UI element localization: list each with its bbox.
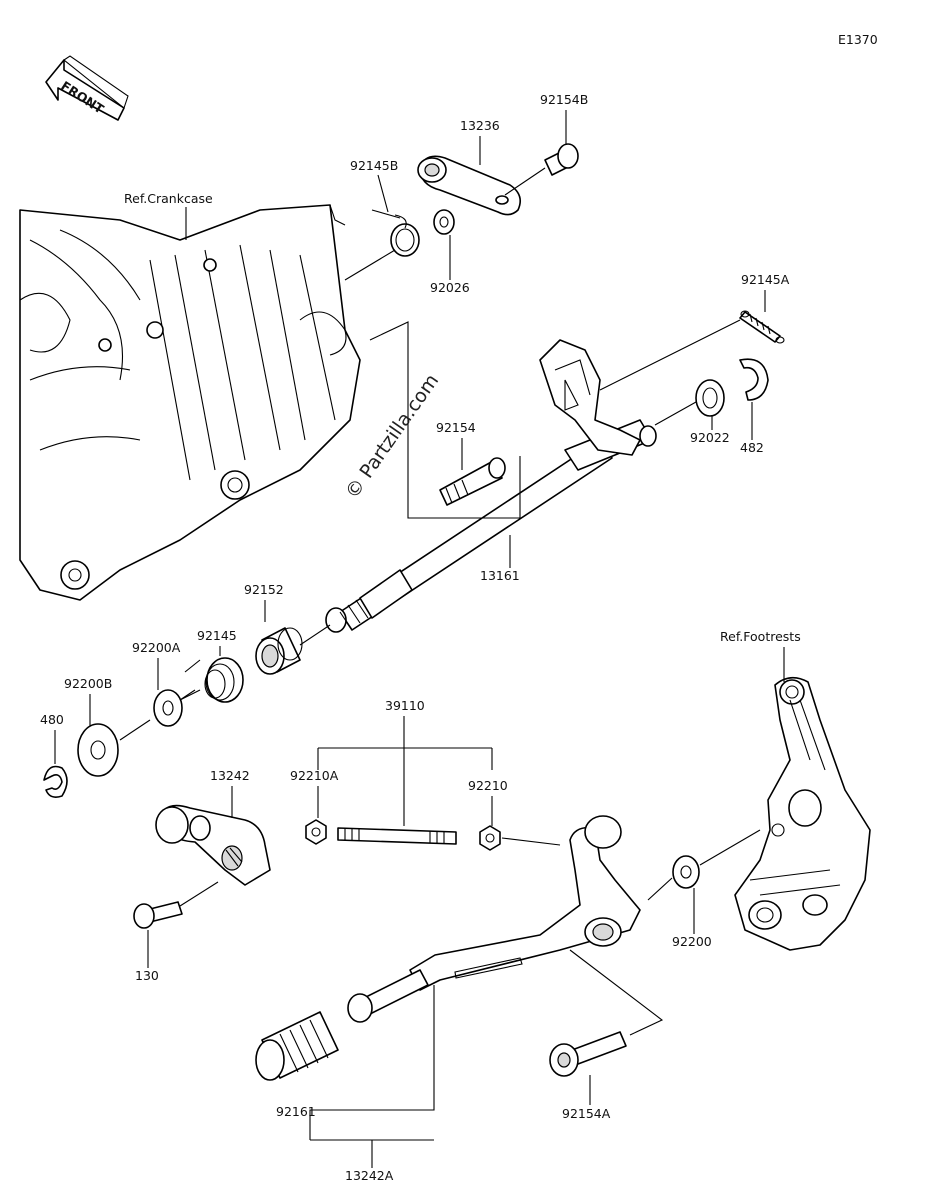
label-92200: 92200: [672, 934, 712, 949]
part-92200B: [77, 723, 119, 777]
label-92161: 92161: [276, 1104, 316, 1119]
part-92210A: [305, 819, 327, 845]
label-13242A: 13242A: [345, 1168, 394, 1183]
part-13236: [417, 155, 521, 216]
part-39110: [337, 827, 457, 845]
label-92154B: 92154B: [540, 92, 588, 107]
part-92200: [672, 855, 700, 889]
label-39110: 39110: [385, 698, 425, 713]
label-92145B: 92145B: [350, 158, 398, 173]
label-92152: 92152: [244, 582, 284, 597]
label-480: 480: [40, 712, 64, 727]
label-92200B: 92200B: [64, 676, 112, 691]
footrest-bracket-drawing: [734, 676, 871, 951]
front-arrow-icon: FRONT: [45, 55, 129, 121]
part-92210: [479, 825, 501, 851]
part-130: [133, 901, 183, 929]
watermark: © Partzilla.com: [341, 370, 443, 503]
label-92022: 92022: [690, 430, 730, 445]
part-92154: [439, 457, 506, 506]
label-92145: 92145: [197, 628, 237, 643]
part-92161: [255, 1011, 339, 1081]
part-92145: [179, 657, 244, 703]
label-92210: 92210: [468, 778, 508, 793]
part-92022: [695, 379, 725, 417]
label-13236: 13236: [460, 118, 500, 133]
label-92210A: 92210A: [290, 768, 339, 783]
label-13161: 13161: [480, 568, 520, 583]
label-130: 130: [135, 968, 159, 983]
part-92200A: [153, 689, 183, 727]
part-92152: [255, 627, 303, 675]
label-92200A: 92200A: [132, 640, 181, 655]
label-92026: 92026: [430, 280, 470, 295]
part-13161: [325, 339, 657, 633]
part-13242A: [347, 815, 641, 1023]
label-92154: 92154: [436, 420, 476, 435]
label-482: 482: [740, 440, 764, 455]
part-13242: [155, 804, 271, 886]
ref-crankcase-label: Ref.Crankcase: [124, 191, 213, 206]
ref-footrests-label: Ref.Footrests: [720, 629, 801, 644]
part-92145A: [739, 310, 785, 344]
part-92026: [433, 209, 455, 235]
label-92145A: 92145A: [741, 272, 790, 287]
part-92145B: [371, 209, 420, 257]
label-13242: 13242: [210, 768, 250, 783]
label-92154A: 92154A: [562, 1106, 611, 1121]
crankcase-drawing: [19, 204, 361, 601]
part-482: [739, 358, 769, 401]
diagram-id: E1370: [838, 32, 878, 47]
part-92154B: [544, 143, 579, 176]
part-480: [43, 765, 68, 798]
part-92154A: [549, 1031, 627, 1077]
